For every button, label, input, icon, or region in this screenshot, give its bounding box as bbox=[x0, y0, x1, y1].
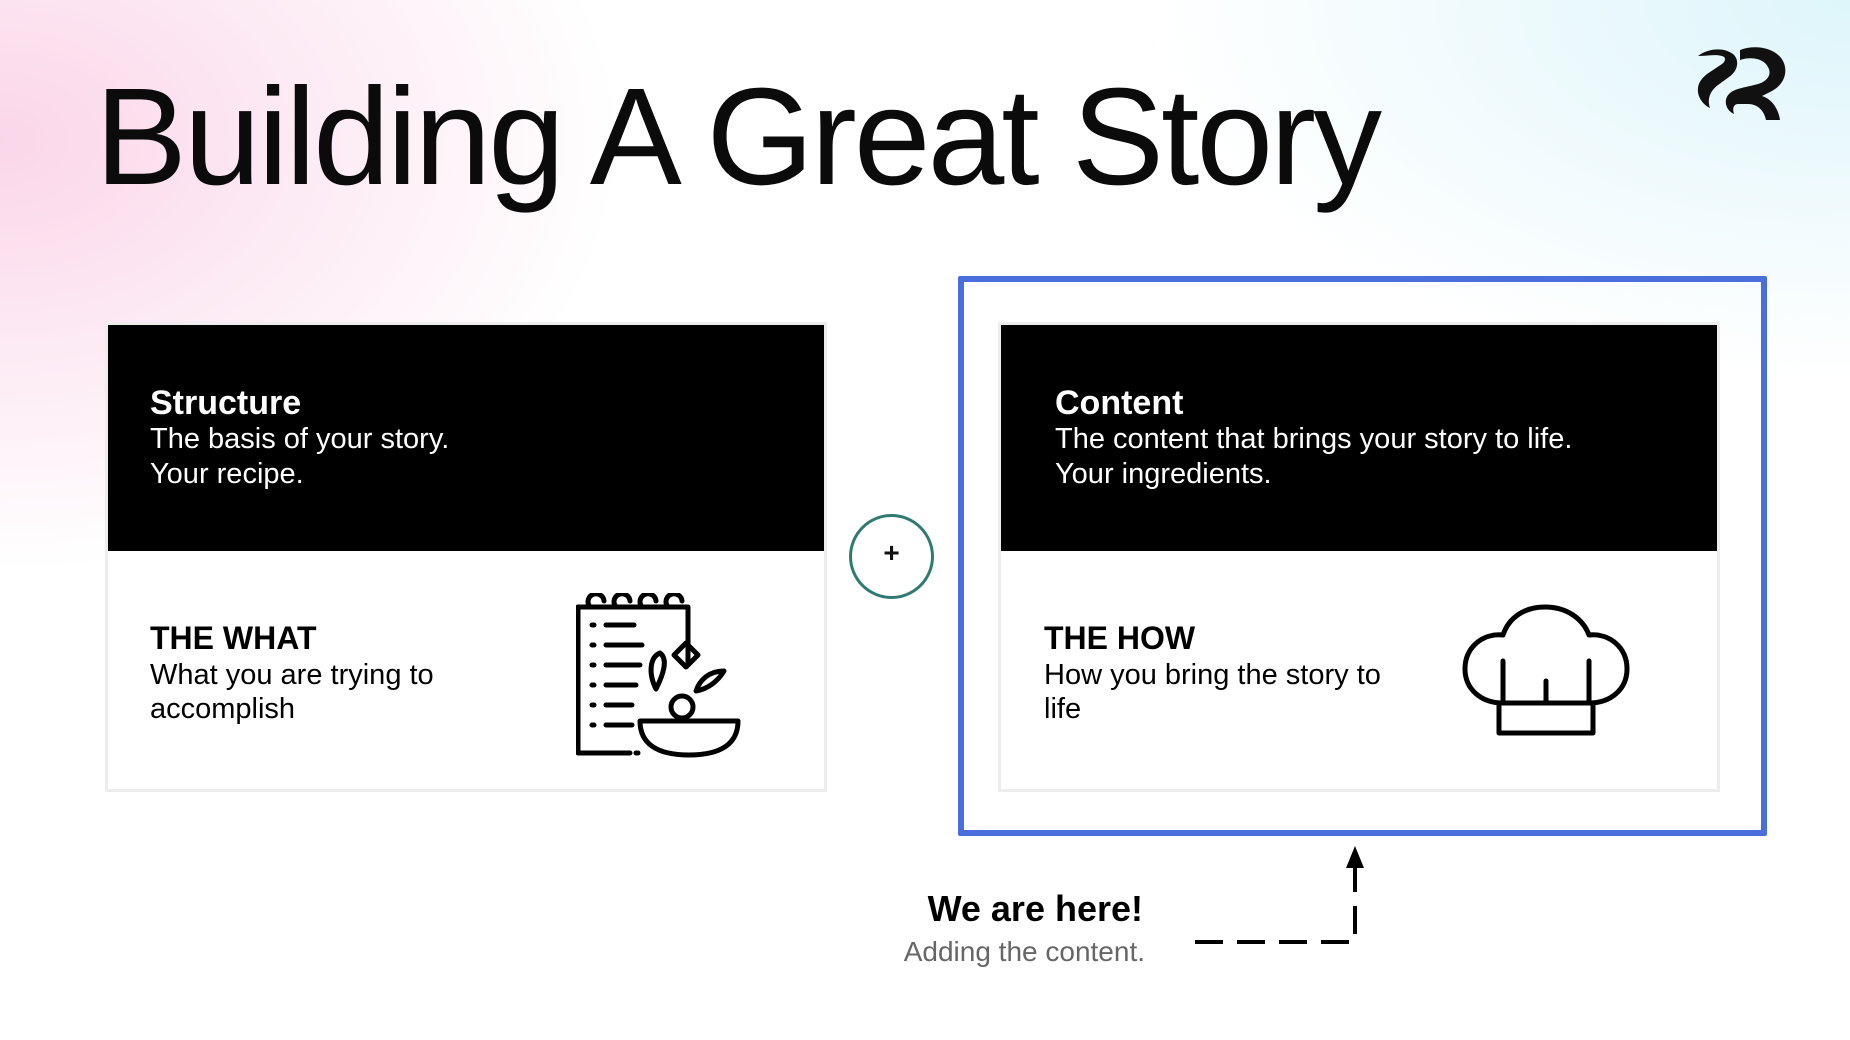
slide-title: Building A Great Story bbox=[95, 60, 1382, 214]
structure-description: The basis of your story. Your recipe. bbox=[150, 423, 450, 490]
dashed-arrow-icon bbox=[1195, 846, 1364, 944]
structure-heading: Structure bbox=[150, 384, 302, 422]
chef-hat-icon bbox=[1462, 604, 1630, 736]
brand-logo-icon bbox=[1697, 47, 1786, 121]
the-how-label: THE HOW bbox=[1044, 620, 1196, 656]
the-how-text: How you bring the story to life bbox=[1044, 659, 1381, 725]
structure-card: Structure The basis of your story. Your … bbox=[105, 322, 827, 792]
content-card: Content The content that brings your sto… bbox=[998, 322, 1720, 792]
callout-subtitle: Adding the content. bbox=[903, 936, 1145, 967]
content-heading: Content bbox=[1055, 384, 1184, 422]
content-description: The content that brings your story to li… bbox=[1055, 423, 1573, 490]
the-what-label: THE WHAT bbox=[150, 620, 317, 656]
recipe-notebook-icon bbox=[576, 593, 741, 758]
callout-title: We are here! bbox=[927, 888, 1143, 929]
structure-card-header: Structure The basis of your story. Your … bbox=[108, 325, 824, 551]
plus-symbol: + bbox=[883, 537, 900, 568]
plus-connector: + bbox=[849, 514, 934, 599]
content-card-header: Content The content that brings your sto… bbox=[1001, 325, 1717, 551]
the-what-text: What you are trying to accomplish bbox=[150, 659, 434, 725]
current-step-highlight bbox=[958, 276, 1767, 836]
